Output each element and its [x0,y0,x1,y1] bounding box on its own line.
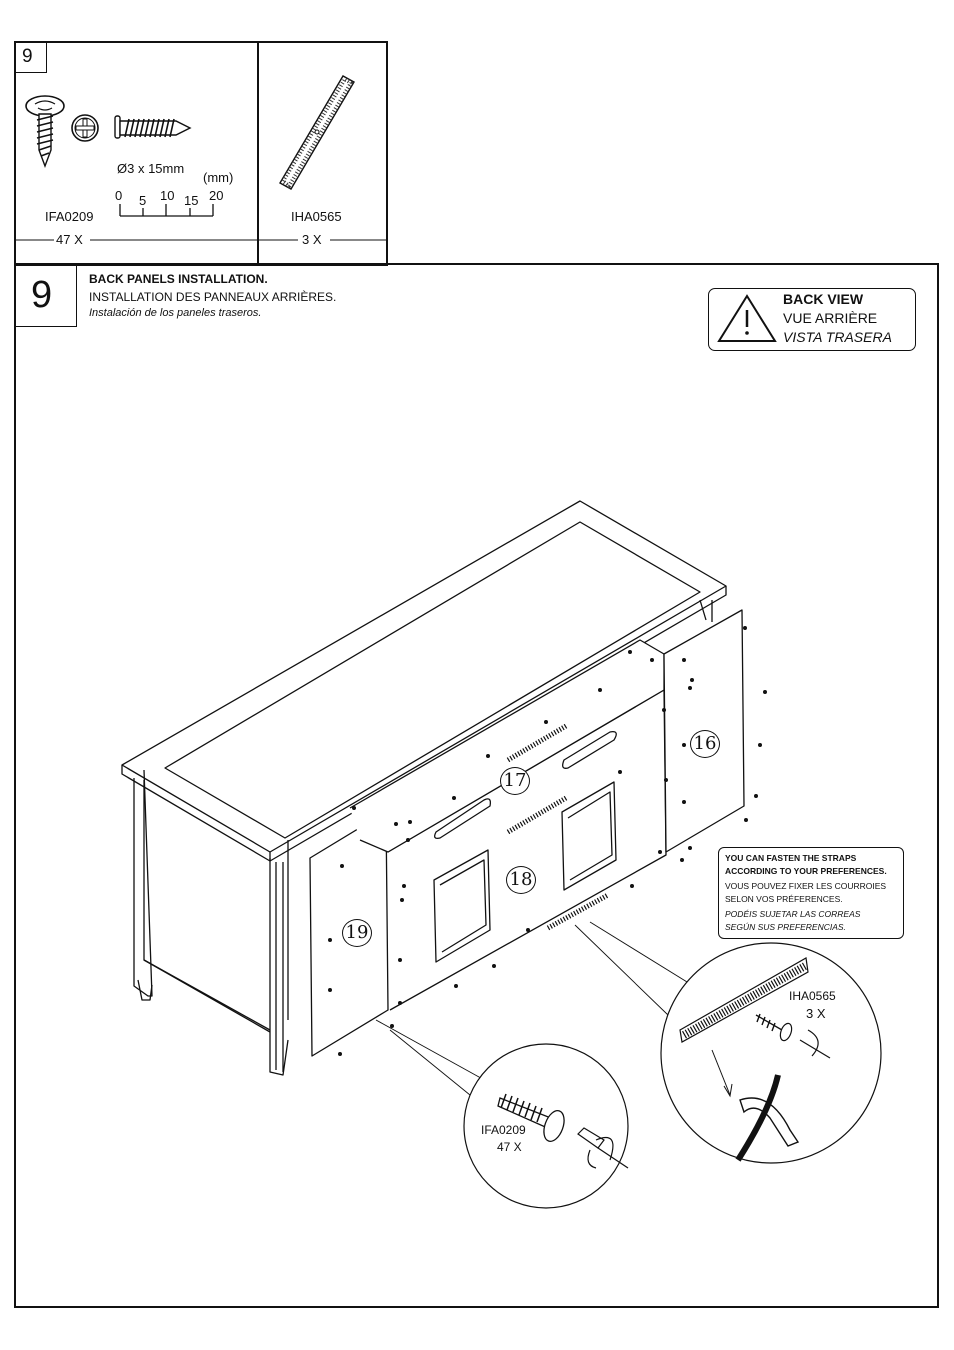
note-en-2: ACCORDING TO YOUR PREFERENCES. [725,866,887,876]
detail-strap-quantity: 3 X [806,1006,826,1021]
strap-quantity: 3 X [302,232,322,247]
strap-code: IHA0565 [291,209,342,224]
back-view-warning [708,288,916,351]
step-box [14,263,939,1308]
screw-code: IFA0209 [45,209,94,224]
scale-tick-15: 15 [184,193,199,208]
warning-es: VISTA TRASERA [783,329,892,345]
step-number-box [14,263,77,327]
step-title-fr: INSTALLATION DES PANNEAUX ARRIÈRES. [89,290,337,304]
parts-step-number: 9 [22,46,33,67]
detail-strap-code: IHA0565 [789,989,836,1003]
note-es-1: PODÉIS SUJETAR LAS CORREAS [725,909,861,919]
straps-note [718,847,904,939]
scale-tick-0: 0 [115,188,123,203]
note-es-2: SEGÚN SUS PREFERENCIAS. [725,922,846,932]
step-title-en: BACK PANELS INSTALLATION. [89,272,268,286]
note-fr-2: SELON VOS PRÉFERENCES. [725,894,843,904]
note-en-1: YOU CAN FASTEN THE STRAPS [725,853,857,863]
parts-step-number-box [14,41,47,73]
screw-size-label: Ø3 x 15mm [117,161,185,176]
warning-fr: VUE ARRIÈRE [783,310,878,326]
scale-unit: (mm) [203,170,234,185]
parts-box-divider [257,42,259,265]
panel-label-16: 16 [690,730,720,758]
scale-tick-10: 10 [160,188,175,203]
screw-quantity: 47 X [56,232,83,247]
step-title-es: Instalación de los paneles traseros. [89,307,262,319]
detail-screw-quantity: 47 X [497,1140,522,1154]
panel-label-18: 18 [506,866,536,894]
step-number: 9 [31,274,53,316]
parts-box [14,41,388,266]
panel-label-17: 17 [500,767,530,795]
detail-screw-code: IFA0209 [481,1123,526,1137]
warning-en: BACK VIEW [783,291,864,307]
scale-tick-5: 5 [139,193,147,208]
scale-tick-20: 20 [209,188,224,203]
panel-label-19: 19 [342,919,372,947]
note-fr-1: VOUS POUVEZ FIXER LES COURROIES [725,881,887,891]
